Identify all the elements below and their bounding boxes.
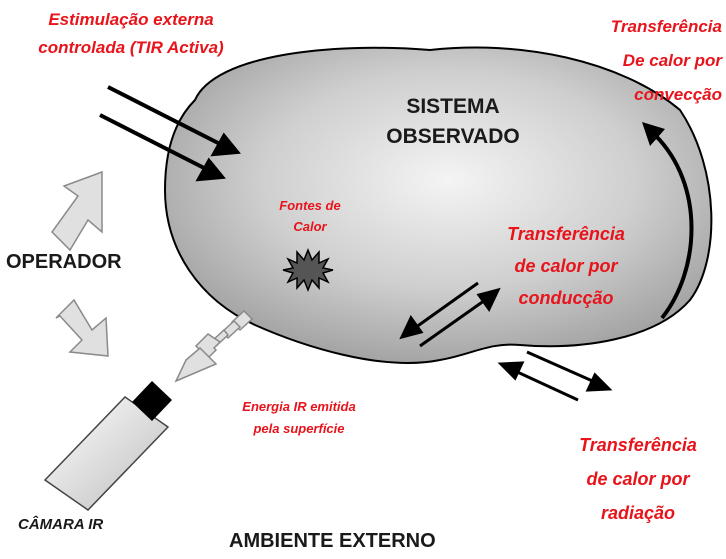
ir-camera-icon [43, 381, 172, 511]
conduction-label: Transferência de calor por conducção [482, 218, 650, 314]
radiation-line-3: radiação [600, 503, 676, 523]
active-stimulation-label: Estimulação externa controlada (TIR Acti… [0, 6, 262, 62]
heat-sources-line-1: Fontes de [279, 198, 341, 213]
heat-source-star-icon [282, 247, 334, 293]
radiation-label: Transferência de calor por radiação [552, 428, 724, 530]
observed-system-line-1: SISTEMA [406, 95, 500, 118]
radiation-line-1: Transferência [579, 435, 697, 455]
active-stimulation-arrows [99, 85, 241, 182]
observed-system-blob [163, 46, 713, 364]
conduction-line-2: de calor por [514, 256, 618, 276]
operator-label: OPERADOR [6, 251, 122, 273]
emitted-energy-line-1: Energia IR emitida [242, 399, 356, 414]
emitted-energy-label: Energia IR emitida pela superfície [210, 396, 388, 440]
emitted-energy-line-2: pela superfície [253, 421, 345, 436]
operator-arrow-up-icon [51, 170, 103, 252]
active-stimulation-line-2: controlada (TIR Activa) [38, 38, 224, 57]
conduction-line-1: Transferência [507, 224, 625, 244]
heat-sources-line-2: Calor [293, 219, 327, 234]
convection-arrow [642, 122, 694, 320]
radiation-line-2: de calor por [586, 469, 690, 489]
observed-system-label: SISTEMA OBSERVADO [358, 92, 548, 152]
conduction-arrows [399, 281, 501, 348]
radiation-arrows [497, 350, 613, 402]
heat-sources-label: Fontes de Calor [262, 195, 358, 237]
observed-system-line-2: OBSERVADO [386, 125, 520, 148]
operator-arrow-down-icon [55, 298, 109, 357]
conduction-line-3: conducção [518, 288, 614, 308]
convection-line-3: convecção [634, 85, 722, 104]
emission-arrow-icon [174, 309, 254, 383]
convection-line-2: De calor por [622, 51, 722, 70]
convection-line-1: Transferência [610, 17, 722, 36]
active-stimulation-line-1: Estimulação externa [48, 10, 214, 29]
camera-label: CÂMARA IR [18, 516, 104, 533]
convection-label: Transferência De calor por convecção [540, 10, 722, 112]
environment-label: AMBIENTE EXTERNO [229, 530, 436, 552]
